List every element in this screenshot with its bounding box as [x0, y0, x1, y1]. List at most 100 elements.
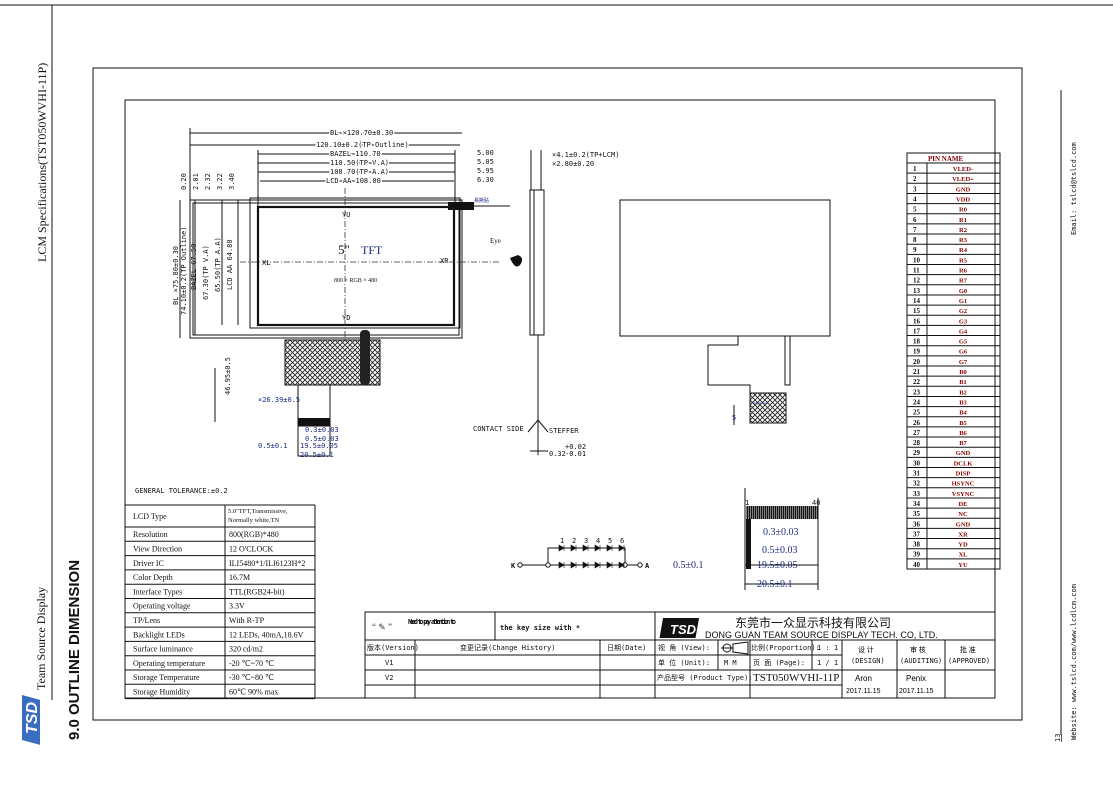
led-number: 3	[584, 537, 588, 545]
pin-name: G5	[959, 339, 968, 346]
product-type-label: 产品型号 (Product Type):	[657, 673, 752, 682]
pin-number: 22	[913, 378, 921, 386]
label-tft: TFT	[361, 243, 383, 257]
dim-right-2: 5.05	[477, 158, 494, 166]
pin-name: VSYNC	[952, 491, 975, 498]
pin-name: R6	[959, 268, 968, 275]
spec-value: Normally white,TN	[228, 517, 280, 524]
pin-name: B3	[959, 399, 967, 406]
version-v2: V2	[385, 674, 393, 682]
stiffener-label: STEFFER	[549, 427, 579, 435]
pin-number: 1	[913, 165, 917, 173]
pin-number: 6	[913, 216, 917, 224]
dim-bezel-height: BAZEL 67.50	[190, 244, 198, 290]
pin-name: DCLK	[954, 460, 973, 467]
pin-number: 21	[913, 368, 921, 376]
dim-left-top-4: 3.22	[216, 173, 224, 190]
pin-number: 8	[913, 236, 917, 244]
terminal-node	[545, 562, 551, 568]
pin-name: G2	[959, 308, 967, 315]
dim-fpc-1: 0.3±0.03	[305, 426, 339, 434]
back-area-label: single area	[753, 401, 769, 405]
spec-label: Operating voltage	[133, 602, 191, 611]
led-diode-icon	[606, 561, 613, 569]
pin-name: B2	[959, 389, 967, 396]
spec-value: -20 ℃~70 ℃	[229, 659, 274, 668]
pin-name: DE	[958, 501, 967, 508]
inner-border	[124, 99, 996, 699]
auditing-cn: 审 核	[910, 645, 926, 654]
dim-tp-outline-height: 74.10±0.2(TP Outline)	[180, 226, 188, 315]
label-size: 5"	[338, 242, 350, 257]
pin-name: VDD	[956, 196, 970, 203]
dim-left-top-3: 2.32	[204, 173, 212, 190]
attention-note: Need to pay attention to	[408, 618, 456, 626]
label-yu: YU	[342, 211, 350, 219]
pin-number: 34	[913, 500, 921, 508]
approved-en: (APPROVED)	[948, 657, 990, 665]
spec-value: 60℃ 90% max	[229, 687, 278, 696]
hand-icon: “ ✎ ”	[372, 622, 392, 632]
view-label: 视 角 (View):	[658, 643, 710, 652]
version-header: 版本(Version)	[367, 643, 419, 652]
svg-text:TSD: TSD	[24, 702, 41, 734]
led-diode-icon	[558, 561, 565, 569]
fpc-dim-span: 19.5±0.05	[757, 560, 798, 571]
title-block	[364, 611, 996, 699]
pin-name: R5	[959, 257, 968, 264]
led-a-label: A	[645, 562, 650, 570]
dim-right-3: 5.95	[477, 167, 494, 175]
design-en: (DESIGN)	[851, 657, 885, 665]
dim-right-4: 6.30	[477, 176, 494, 184]
spec-value: 5.0"TFT,Transmissive,	[228, 508, 288, 515]
pin-number: 2	[913, 175, 917, 183]
company-logo: TSD	[659, 618, 700, 638]
pin-number: 27	[913, 429, 921, 437]
pin-name: G7	[959, 359, 968, 366]
dim-left-top-2: 2.01	[192, 173, 200, 190]
pin-number: 25	[913, 409, 921, 417]
pin-number: 40	[913, 561, 921, 569]
dim-fpc-offset: ×26.39±0.5	[258, 396, 300, 404]
led-diode-icon	[582, 561, 589, 569]
dim-fpc-5: 20.5±0.1	[300, 451, 334, 459]
page-label: 页 面 (Page):	[753, 659, 805, 667]
led-diode-icon	[594, 544, 601, 552]
spec-label: Operating temperature	[133, 659, 206, 668]
brand-name: Team Source Display	[34, 587, 48, 690]
pin-number: 38	[913, 541, 921, 549]
pin-number: 16	[913, 317, 921, 325]
eye-label: Eye	[490, 237, 501, 245]
dim-fpc-2: 0.5±0.03	[305, 435, 339, 443]
led-number: 2	[572, 537, 576, 545]
led-diode-icon	[606, 544, 613, 552]
fpc-tol-minus: -0.01	[565, 450, 586, 458]
pin-number: 11	[913, 267, 920, 275]
version-v1: V1	[385, 659, 393, 667]
fpc-tol-plus: +0.02	[565, 443, 586, 451]
led-diode-icon	[558, 544, 565, 552]
pin-number: 23	[913, 388, 921, 396]
pin-table-header: PIN NAME	[928, 155, 964, 163]
pin-number: 20	[913, 358, 921, 366]
dim-fpc-4: 0.5±0.1	[258, 442, 288, 450]
pin-number: 32	[913, 480, 921, 488]
dim-bl-thickness: ×2.80±0.20	[552, 160, 594, 168]
pin-name: R4	[959, 247, 968, 254]
led-diode-icon	[582, 544, 589, 552]
pin-number: 39	[913, 551, 921, 559]
proportion-value: 1 : 1	[817, 644, 838, 652]
side-view	[510, 150, 549, 455]
pin-number: 19	[913, 348, 921, 356]
led-number: 1	[560, 537, 564, 545]
pin-name: XL	[958, 552, 968, 559]
pin-number: 35	[913, 510, 921, 518]
page-frame	[0, 4, 1113, 735]
proportion-label: 比例(Proportion):	[751, 643, 820, 652]
spec-label: Interface Types	[133, 587, 182, 596]
spec-label: View Direction	[133, 544, 182, 553]
fpc-pin-first: 1	[745, 499, 749, 507]
